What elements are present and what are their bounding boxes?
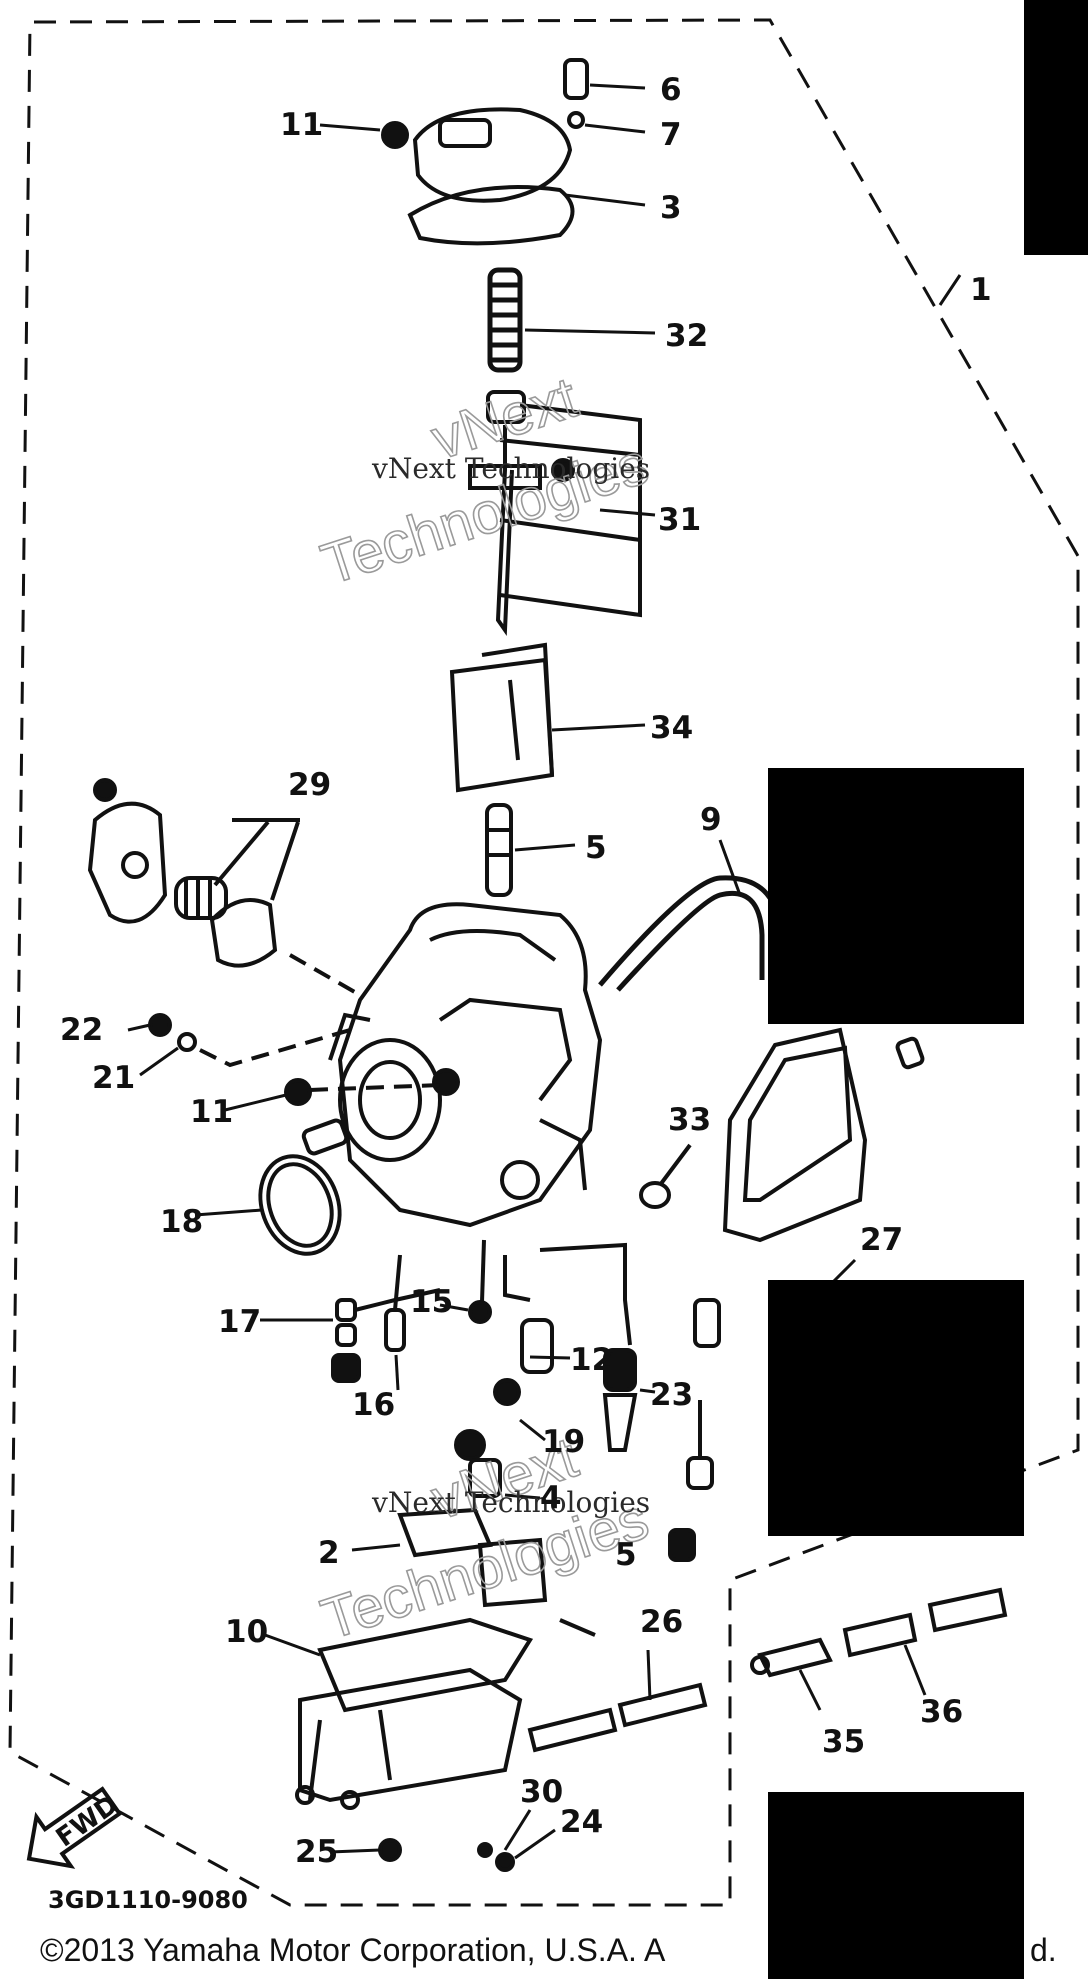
- part-carburetor-body: [328, 902, 603, 1228]
- callout-26: 26: [640, 1604, 683, 1640]
- part-code: 3GD1110-9080: [48, 1886, 248, 1914]
- callout-22: 22: [60, 1012, 103, 1048]
- fwd-arrow-icon: FWD: [26, 1786, 124, 1869]
- part-oring-18: [258, 1118, 349, 1256]
- callout-36: 36: [920, 1694, 963, 1730]
- part-washer-15: [468, 1239, 492, 1324]
- leader-lines: [127, 83, 962, 1860]
- callout-1: 1: [970, 272, 992, 308]
- part-tube-26: [527, 1682, 708, 1753]
- part-float-bowl-10: [295, 1617, 534, 1862]
- callout-12: 12: [570, 1342, 613, 1378]
- redaction-box-lower-right: [768, 1280, 1024, 1536]
- callout-33: 33: [668, 1102, 711, 1138]
- callout-10: 10: [225, 1614, 268, 1650]
- callouts: 6 7 11 3 1 32 31 34 29 5 9 22 21 11 33 1…: [60, 72, 992, 1870]
- part-screw-21-22: [148, 1013, 351, 1068]
- part-jet-17: [331, 1288, 441, 1383]
- part-needle-31: [468, 390, 642, 636]
- part-jet-16: [384, 1254, 406, 1352]
- callout-35: 35: [822, 1724, 865, 1760]
- redaction-box-mid-right: [768, 768, 1024, 1024]
- callout-16: 16: [352, 1387, 395, 1423]
- callout-23: 23: [650, 1377, 693, 1413]
- redaction-box-top-right: [1024, 0, 1088, 255]
- callout-11-lower: 11: [190, 1094, 233, 1130]
- callout-34: 34: [650, 710, 693, 746]
- assembly-outline: [8, 18, 1080, 1907]
- callout-30: 30: [520, 1774, 563, 1810]
- callout-24: 24: [560, 1804, 603, 1840]
- watermark-line-top: vNext Technologies: [371, 452, 650, 485]
- part-nut-11: [284, 1078, 441, 1106]
- callout-5-lower: 5: [615, 1537, 637, 1573]
- part-plug-33: [639, 1143, 692, 1209]
- part-hose-36: [842, 1587, 1008, 1658]
- callout-18: 18: [160, 1204, 203, 1240]
- callout-4: 4: [540, 1480, 562, 1516]
- callout-19: 19: [542, 1424, 585, 1460]
- callout-31: 31: [658, 502, 701, 538]
- copyright-left: ©2013 Yamaha Motor Corporation, U.S.A. A: [40, 1932, 666, 1968]
- callout-25: 25: [295, 1834, 338, 1870]
- part-throttle-29: [87, 778, 361, 997]
- part-hose-9: [598, 875, 783, 992]
- part-float-jets: [454, 1242, 638, 1498]
- part-float-2: [397, 1507, 596, 1637]
- part-top-cover: [381, 58, 589, 246]
- part-cover-27: [722, 1027, 925, 1243]
- callout-3: 3: [660, 190, 682, 226]
- watermark: vNext Technologies vNext Technologies vN…: [313, 364, 657, 1653]
- callout-29: 29: [288, 767, 331, 803]
- copyright-text-right: d.: [1030, 1932, 1057, 1969]
- callout-32: 32: [665, 318, 708, 354]
- part-slide-34: [449, 642, 555, 793]
- part-fitting-35: [750, 1637, 833, 1678]
- part-spring-32: [487, 267, 523, 373]
- copyright-text: ©2013 Yamaha Motor Corporation, U.S.A. A: [40, 1932, 665, 1969]
- callout-5-top: 5: [585, 830, 607, 866]
- callout-15: 15: [410, 1284, 453, 1320]
- watermark-line-bottom: vNext Technologies: [371, 1486, 650, 1519]
- callout-2: 2: [318, 1535, 340, 1571]
- part-screw-24-30: [477, 1842, 515, 1872]
- part-jet-needle-right: [668, 1298, 721, 1562]
- callout-27: 27: [860, 1222, 903, 1258]
- copyright-right: d.: [1030, 1932, 1057, 1968]
- redaction-box-bottom-right: [768, 1792, 1024, 1979]
- part-screw-5: [485, 803, 513, 897]
- callout-17: 17: [218, 1304, 261, 1340]
- callout-21: 21: [92, 1060, 135, 1096]
- callout-7: 7: [660, 117, 682, 153]
- callout-6: 6: [660, 72, 682, 108]
- callout-9: 9: [700, 802, 722, 838]
- callout-11-top: 11: [280, 107, 323, 143]
